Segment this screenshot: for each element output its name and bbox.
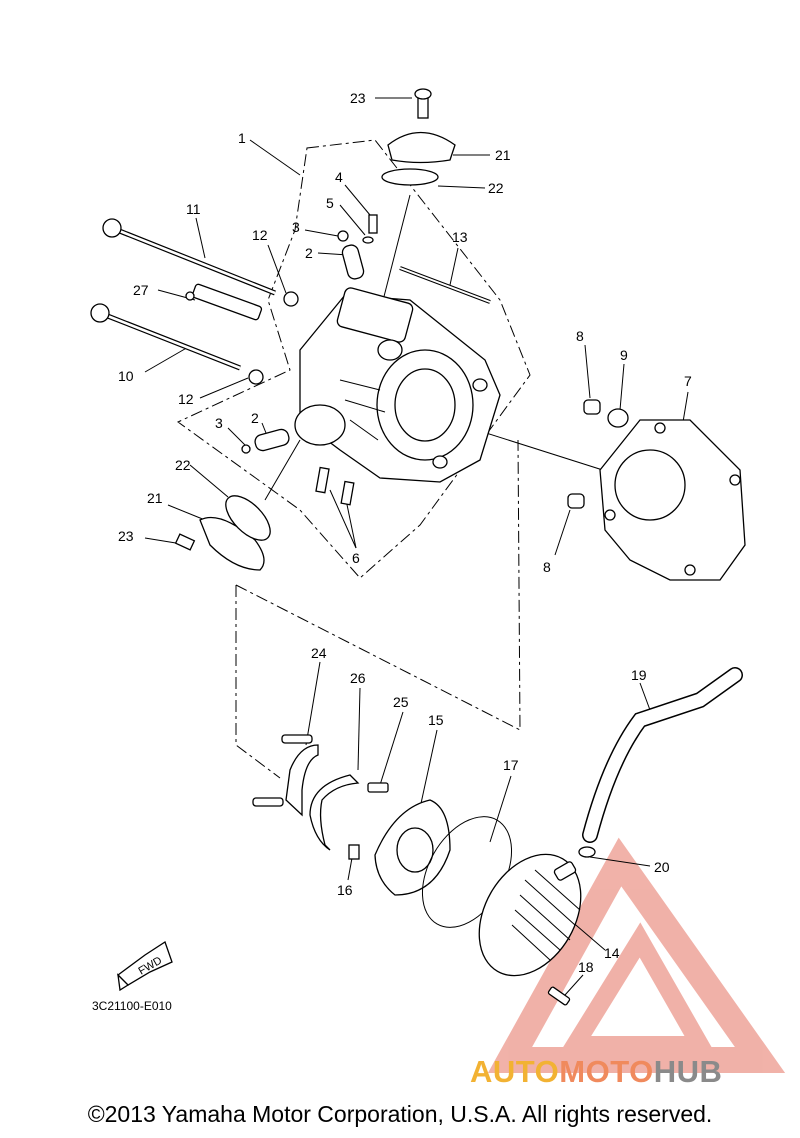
callout-2-top: 2 bbox=[305, 245, 313, 261]
lower-assembly-outline bbox=[235, 585, 281, 779]
callout-22-top: 22 bbox=[488, 180, 504, 196]
brand-part-hub: HUB bbox=[653, 1054, 723, 1089]
lower-assembly-outline-2 bbox=[235, 439, 521, 731]
callout-3-top: 3 bbox=[292, 219, 300, 235]
clip-20 bbox=[578, 846, 596, 858]
callout-23-top: 23 bbox=[350, 90, 366, 106]
cam-bracket bbox=[252, 734, 319, 817]
callout-8-bottom: 8 bbox=[543, 559, 551, 575]
bolt-16 bbox=[348, 844, 360, 860]
watermark-brand: AUTOMOTOHUB bbox=[470, 1054, 722, 1090]
callout-4: 4 bbox=[335, 169, 343, 185]
callout-14: 14 bbox=[604, 945, 620, 961]
callout-12-bottom: 12 bbox=[178, 391, 194, 407]
callout-13: 13 bbox=[452, 229, 468, 245]
dowel-pin-upper bbox=[341, 244, 365, 280]
callout-18: 18 bbox=[578, 959, 594, 975]
circlip bbox=[309, 774, 360, 851]
washer-5 bbox=[362, 236, 374, 244]
callout-12-top: 12 bbox=[252, 227, 268, 243]
callout-6: 6 bbox=[352, 550, 360, 566]
breather-hose bbox=[582, 667, 743, 843]
callout-26: 26 bbox=[350, 670, 366, 686]
o-ring-9 bbox=[607, 408, 629, 428]
cylinder-head-assembly-outline bbox=[177, 139, 531, 579]
side-cap-assembly bbox=[174, 495, 271, 571]
callout-17: 17 bbox=[503, 757, 519, 773]
callout-23-bottom: 23 bbox=[118, 528, 134, 544]
callout-11: 11 bbox=[186, 201, 201, 217]
callout-22-bottom: 22 bbox=[175, 457, 191, 473]
callout-15: 15 bbox=[428, 712, 444, 728]
callout-2-bottom: 2 bbox=[251, 410, 259, 426]
washer-lower bbox=[248, 369, 264, 385]
spark-plug bbox=[185, 283, 263, 321]
callout-1: 1 bbox=[238, 130, 246, 146]
callout-labels: 23 21 22 1 4 5 3 2 11 12 13 27 10 12 3 2… bbox=[92, 90, 692, 1013]
dowel-pin-lower bbox=[254, 428, 290, 452]
callout-9: 9 bbox=[620, 347, 628, 363]
tensioner-plate bbox=[374, 799, 451, 896]
callout-8-top: 8 bbox=[576, 328, 584, 344]
callout-21-top: 21 bbox=[495, 147, 511, 163]
bolt-25 bbox=[367, 782, 389, 793]
watermark-logo-icon bbox=[487, 837, 786, 1073]
dowel-8a bbox=[583, 399, 601, 415]
callout-3-bottom: 3 bbox=[215, 415, 223, 431]
screw-4 bbox=[368, 214, 378, 234]
head-bolt-short bbox=[90, 303, 241, 371]
callout-21-bottom: 21 bbox=[147, 490, 163, 506]
stud-6a bbox=[315, 466, 330, 494]
part-code: 3C21100-E010 bbox=[92, 999, 172, 1013]
head-bolt-long bbox=[102, 218, 276, 296]
cylinder-cover bbox=[478, 853, 582, 977]
callout-10: 10 bbox=[118, 368, 134, 384]
stud-bolt bbox=[399, 266, 491, 304]
callout-19: 19 bbox=[631, 667, 647, 683]
cylinder-gasket bbox=[599, 419, 746, 581]
copyright-notice: ©2013 Yamaha Motor Corporation, U.S.A. A… bbox=[87, 1101, 713, 1127]
callout-7: 7 bbox=[684, 373, 692, 389]
callout-24: 24 bbox=[311, 645, 327, 661]
brand-part-moto: MOTO bbox=[559, 1054, 654, 1089]
callout-5: 5 bbox=[326, 195, 334, 211]
callout-20: 20 bbox=[654, 859, 670, 875]
o-ring-lower bbox=[241, 444, 251, 454]
brand-part-auto: AUTO bbox=[470, 1054, 560, 1089]
top-cap-assembly bbox=[381, 88, 456, 186]
dowel-8b bbox=[567, 493, 585, 509]
o-ring-upper bbox=[337, 230, 349, 242]
callout-25: 25 bbox=[393, 694, 409, 710]
fwd-arrow-icon: FWD bbox=[117, 941, 173, 992]
callout-27: 27 bbox=[133, 282, 149, 298]
washer-upper bbox=[283, 291, 299, 307]
cylinder-head bbox=[294, 287, 501, 483]
callout-16: 16 bbox=[337, 882, 353, 898]
stud-6b bbox=[340, 480, 355, 506]
bolt-18 bbox=[547, 986, 571, 1006]
